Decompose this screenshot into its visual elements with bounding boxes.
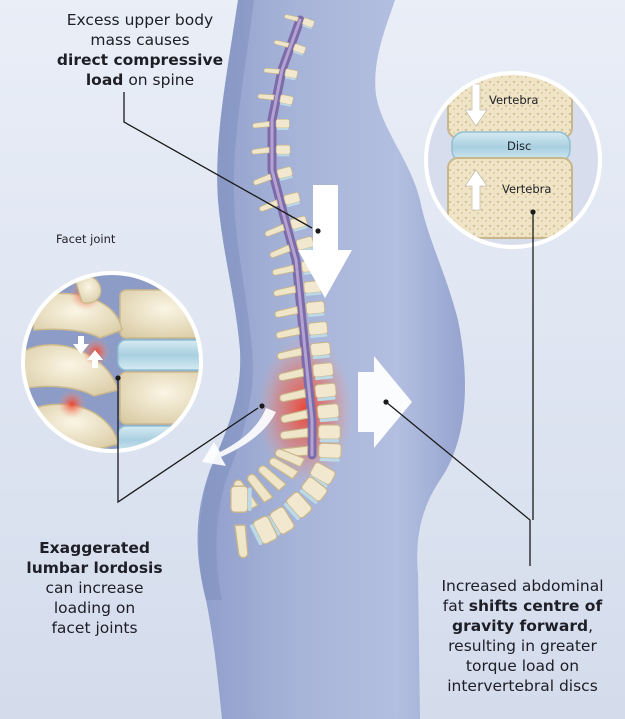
vertebra: [278, 362, 334, 382]
compressive-load-line1: Excess upper body: [66, 11, 214, 29]
spinal-cord: [270, 18, 314, 457]
abdominal-line4: resulting in greater: [448, 637, 597, 655]
vertebra-bottom-label: Vertebra: [502, 182, 552, 196]
vertebra: [258, 465, 313, 521]
leader-top: [123, 92, 313, 229]
facet-magnifier: [21, 271, 203, 453]
abdominal-line2-pre: fat: [442, 597, 469, 615]
vertebra: [279, 382, 337, 403]
vertebra: [274, 300, 326, 318]
compressive-load-line4-rest: on spine: [123, 71, 195, 89]
vertebra: [263, 67, 298, 81]
compressive-load-line3: direct compressive: [56, 51, 224, 69]
vertebra: [269, 236, 315, 259]
vertebra-bottom-body: [447, 157, 573, 239]
facet-joint-label: Facet joint: [56, 232, 116, 246]
vertebra: [230, 485, 252, 559]
lordosis-line5: facet joints: [51, 619, 138, 637]
lordosis-label: Exaggerated lumbar lordosis can increase…: [22, 538, 167, 638]
lordosis-line4: loading on: [53, 599, 136, 617]
disc-label: Disc: [507, 139, 532, 153]
vertebra: [253, 166, 293, 186]
vertebra: [257, 93, 294, 107]
abdominal-line2-bold: shifts centre of: [468, 597, 603, 615]
compressive-load-line2: mass causes: [90, 31, 190, 49]
vertebra: [252, 118, 290, 131]
lordosis-line3: can increase: [45, 579, 144, 597]
up-arrow-icon: [464, 169, 488, 211]
lordosis-arrow: [202, 408, 276, 466]
abdominal-line3-rest: ,: [588, 617, 594, 635]
vertebra: [276, 341, 332, 360]
leader-lordosis: [117, 378, 259, 504]
back-shading: [198, 0, 254, 600]
abdominal-line3-bold: gravity forward: [451, 617, 589, 635]
vertebra: [251, 144, 291, 157]
compressive-load-line4-bold: load: [85, 71, 124, 89]
leader-lines: [115, 92, 536, 566]
compressive-load-label: Excess upper body mass causes direct com…: [40, 10, 240, 90]
leader-abdominal: [385, 401, 531, 566]
abdominal-line6: intervertebral discs: [447, 677, 598, 695]
abdominal-fat-label: Increased abdominal fat shifts centre of…: [425, 576, 620, 696]
lordosis-line1: Exaggerated: [39, 539, 150, 557]
abdominal-line1: Increased abdominal: [441, 577, 604, 595]
vertebra: [264, 215, 308, 237]
vertebra-top-label: Vertebra: [489, 93, 539, 107]
vertebra: [279, 424, 341, 443]
down-arrow-icon: [464, 83, 488, 127]
facet-inflammation-3: [58, 390, 86, 418]
lordosis-line2: lumbar lordosis: [26, 559, 163, 577]
vertebra: [273, 40, 307, 56]
abdominal-line5: torque load on: [465, 657, 580, 675]
vertebra: [268, 457, 328, 504]
spinal-column: [230, 14, 342, 559]
vertebra: [259, 191, 301, 212]
facet-arrow-down-icon: [73, 336, 89, 354]
vertebra: [284, 14, 315, 30]
disc-magnifier: [424, 71, 602, 249]
vertebra: [280, 403, 340, 424]
facet-arrow-up-icon: [87, 350, 103, 368]
vertebra: [275, 321, 329, 339]
compression-arrow: [298, 185, 352, 298]
